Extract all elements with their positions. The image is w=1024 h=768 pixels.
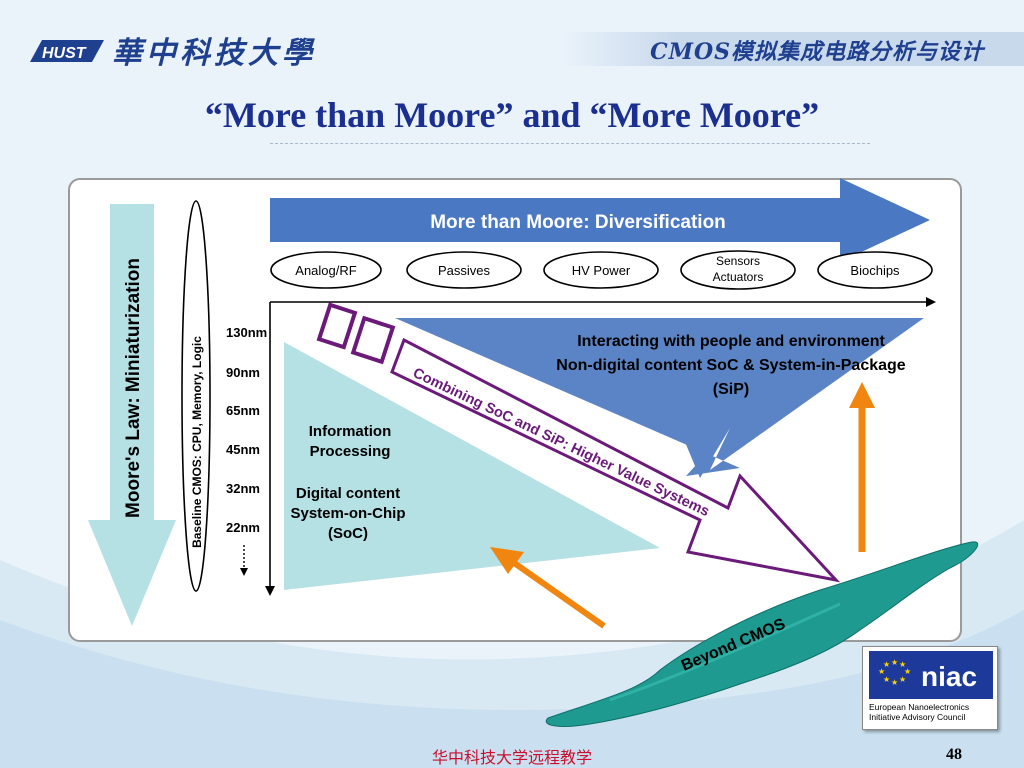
svg-text:HUST: HUST (42, 45, 87, 62)
svg-text:HV Power: HV Power (572, 263, 631, 278)
more-than-moore-label: More than Moore: Diversification (430, 212, 726, 233)
beyond-cmos-shape (545, 541, 979, 727)
oval-biochips: Biochips (817, 251, 933, 289)
page-number: 48 (946, 746, 962, 763)
svg-text:★: ★ (891, 678, 898, 687)
svg-text:★: ★ (883, 660, 890, 669)
svg-text:Passives: Passives (438, 263, 491, 278)
info-processing-line-2: Processing (310, 443, 391, 460)
purple-square-1 (316, 302, 358, 350)
more-than-moore-arrow (270, 178, 930, 262)
svg-text:Biochips: Biochips (850, 263, 900, 278)
niac-caption-line-1: European Nanoelectronics (869, 702, 970, 712)
information-processing-triangle (284, 342, 660, 590)
interacting-line-3: (SiP) (713, 381, 749, 398)
svg-text:★: ★ (878, 667, 885, 676)
svg-text:★: ★ (891, 658, 898, 667)
title-underline (270, 143, 870, 144)
moores-law-label: Moore's Law: Miniaturization (123, 258, 144, 518)
svg-text:Sensors: Sensors (716, 254, 760, 268)
horizontal-axis-head (926, 297, 936, 307)
node-130nm: 130nm (226, 325, 267, 340)
digital-content-line-1: Digital content (296, 485, 400, 502)
node-65nm: 65nm (226, 403, 260, 418)
oval-analog-rf: Analog/RF (270, 251, 382, 289)
hust-logo: HUST (30, 40, 104, 62)
node-32nm: 32nm (226, 481, 260, 496)
footer-text: 华中科技大学远程教学 (431, 748, 592, 767)
oval-passives: Passives (406, 251, 522, 289)
course-title-bar (560, 32, 1024, 66)
purple-square-2 (350, 315, 396, 365)
orange-arrow-up (849, 382, 875, 552)
digital-content-line-2: System-on-Chip (290, 505, 405, 522)
node-45nm: 45nm (226, 442, 260, 457)
svg-text:★: ★ (899, 660, 906, 669)
interacting-line-2: Non-digital content SoC & System-in-Pack… (556, 357, 905, 374)
interacting-region (395, 318, 924, 476)
svg-text:★: ★ (899, 675, 906, 684)
vertical-axis-head (265, 586, 275, 596)
oval-hv-power: HV Power (543, 251, 659, 289)
svg-text:★: ★ (883, 675, 890, 684)
course-title: CMOS模拟集成电路分析与设计 (650, 39, 984, 65)
baseline-cmos-oval (181, 200, 211, 592)
university-name: 華中科技大學 (112, 36, 316, 71)
eu-stars-icon: ★★★ ★★★ ★★ (878, 658, 911, 687)
niac-logo-panel: ★★★ ★★★ ★★ niac (869, 651, 993, 699)
svg-text:Analog/RF: Analog/RF (295, 263, 356, 278)
svg-text:Actuators: Actuators (713, 270, 764, 284)
orange-arrow-left (490, 547, 606, 629)
moores-law-arrow (88, 204, 176, 626)
svg-text:★: ★ (904, 667, 911, 676)
slide-header: HUST 華中科技大學 CMOS模拟集成电路分析与设计 (0, 0, 1024, 80)
digital-content-line-3: (SoC) (328, 525, 368, 542)
baseline-cmos-label: Baseline CMOS: CPU, Memory, Logic (190, 336, 204, 548)
oval-sensors-actuators: Sensors Actuators (680, 250, 796, 290)
info-processing-line-1: Information (309, 423, 392, 440)
combining-arrow (390, 337, 841, 583)
slide-title: “More than Moore” and “More Moore” (204, 95, 820, 135)
interacting-line-1: Interacting with people and environment (577, 333, 885, 350)
niac-word: niac (921, 661, 978, 692)
niac-caption-line-2: Initiative Advisory Council (869, 712, 966, 722)
interacting-arrow-tip (680, 428, 730, 478)
node-90nm: 90nm (226, 365, 260, 380)
node-continuation-head (240, 568, 248, 576)
niac-badge: ★★★ ★★★ ★★ niac European Nanoelectronics… (862, 646, 998, 730)
node-22nm: 22nm (226, 520, 260, 535)
